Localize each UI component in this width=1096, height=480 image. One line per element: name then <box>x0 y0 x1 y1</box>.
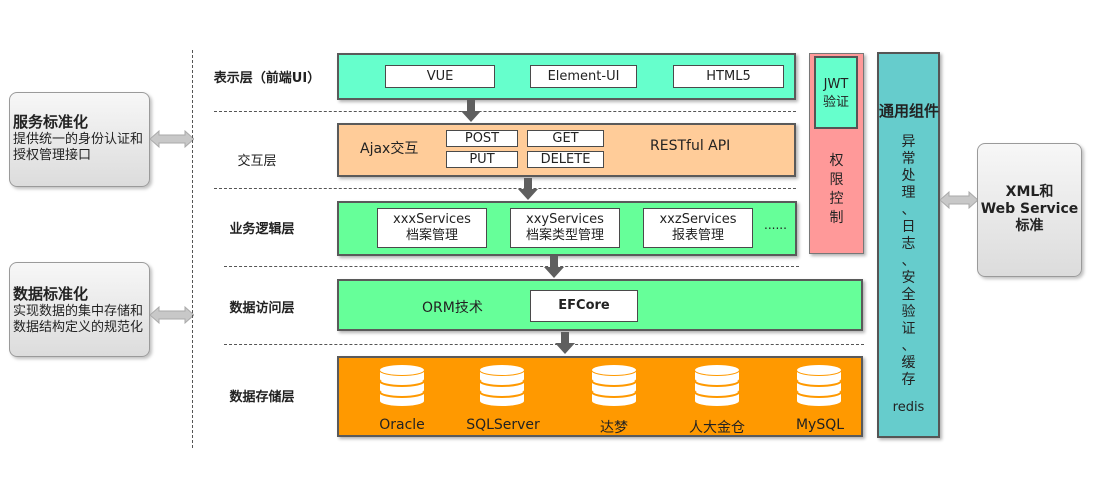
data-standard-box: 数据标准化 实现数据的集中存储和 数据结构定义的规范化 <box>9 262 150 357</box>
restful-label: RESTful API <box>650 138 731 154</box>
service-name: xxxServices <box>393 212 471 227</box>
permission-label: 权 限 控 制 <box>829 153 844 226</box>
business-layer-label: 业务逻辑层 <box>229 222 295 237</box>
double-arrow-icon <box>150 306 194 324</box>
db-label-sqlserver: SQLServer <box>466 417 540 433</box>
arrow-down-icon <box>518 178 538 200</box>
xml-webservice-title-1: XML和 <box>1005 184 1054 200</box>
access-layer-label: 数据访问层 <box>229 301 295 316</box>
double-arrow-icon <box>150 130 194 148</box>
service-desc: 档案管理 <box>405 228 458 243</box>
ajax-label: Ajax交互 <box>360 141 419 157</box>
jwt-label-2: 验证 <box>822 95 849 110</box>
redis-label: redis <box>892 400 925 415</box>
database-icon <box>796 365 842 406</box>
layer-separator <box>224 266 799 267</box>
presentation-layer-label: 表示层（前端UI） <box>213 71 321 86</box>
more-services-ellipsis: ...... <box>764 218 787 232</box>
service-name: xxyServices <box>526 212 604 227</box>
xml-webservice-title-3: 标准 <box>1015 218 1044 234</box>
service-standard-box: 服务标准化 提供统一的身份认证和 授权管理接口 <box>9 92 150 187</box>
layer-separator <box>214 111 796 112</box>
efcore-box: EFCore <box>530 290 638 322</box>
common-components-band <box>877 52 940 438</box>
interaction-layer-label: 交互层 <box>237 154 277 169</box>
db-label-mysql: MySQL <box>795 417 845 433</box>
storage-layer-label: 数据存储层 <box>229 390 295 405</box>
get-box: GET <box>527 130 604 147</box>
xml-webservice-box: XML和 Web Service 标准 <box>977 143 1082 277</box>
layer-separator <box>224 344 864 345</box>
database-icon <box>379 365 425 406</box>
database-icon <box>479 365 525 406</box>
arrow-down-icon <box>544 256 564 278</box>
post-box: POST <box>446 130 518 147</box>
arrow-down-icon <box>461 100 481 122</box>
xml-webservice-title-2: Web Service <box>980 201 1079 217</box>
arrow-down-icon <box>555 332 575 354</box>
service-desc: 报表管理 <box>671 228 724 243</box>
service-standard-desc-2: 授权管理接口 <box>13 148 92 163</box>
common-components-title: 通用组件 <box>878 102 939 120</box>
double-arrow-icon <box>940 191 978 209</box>
db-label-oracle: Oracle <box>379 417 425 433</box>
service-name: xxzServices <box>659 212 737 227</box>
service-standard-desc-1: 提供统一的身份认证和 <box>13 132 144 147</box>
html5-box: HTML5 <box>673 65 784 88</box>
database-icon <box>591 365 637 406</box>
db-label-dameng: 达梦 <box>600 420 628 436</box>
service-box: xxzServices 报表管理 <box>643 208 753 248</box>
common-components-items: 异 常 处 理 、 日 志 、 安 全 验 证 、 缓 存 <box>901 134 916 388</box>
layer-separator <box>214 188 796 189</box>
database-icon <box>694 365 740 406</box>
orm-label: ORM技术 <box>422 300 483 316</box>
delete-box: DELETE <box>527 151 604 168</box>
service-standard-title: 服务标准化 <box>13 113 89 131</box>
database-icons <box>379 365 842 406</box>
db-label-kingbase: 人大金仓 <box>689 420 745 436</box>
put-box: PUT <box>446 151 518 168</box>
data-standard-title: 数据标准化 <box>13 285 89 303</box>
element-ui-box: Element-UI <box>530 65 637 88</box>
data-standard-desc-1: 实现数据的集中存储和 <box>13 304 144 319</box>
service-box: xxyServices 档案类型管理 <box>510 208 620 248</box>
service-box: xxxServices 档案管理 <box>377 208 487 248</box>
jwt-label-1: JWT <box>823 77 849 92</box>
data-standard-desc-2: 数据结构定义的规范化 <box>13 320 144 335</box>
service-desc: 档案类型管理 <box>525 228 604 243</box>
vue-box: VUE <box>385 65 495 88</box>
jwt-box: JWT 验证 <box>814 56 858 129</box>
left-divider <box>192 50 193 448</box>
